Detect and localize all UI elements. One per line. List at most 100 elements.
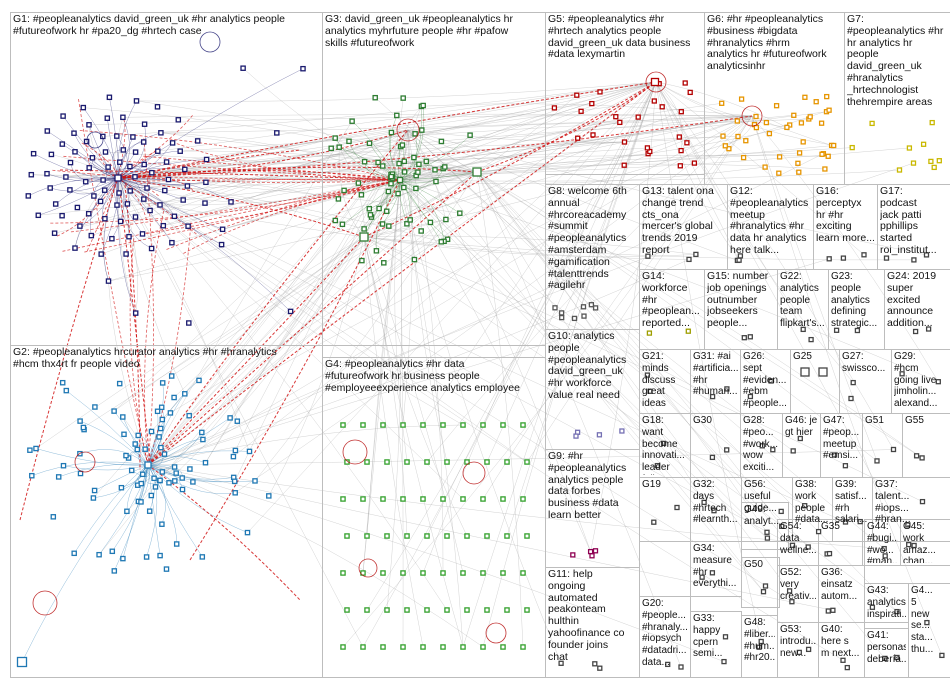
group-box-g24 <box>884 269 950 350</box>
node-g52 <box>789 599 795 605</box>
edge <box>122 113 753 118</box>
node-g33 <box>722 634 729 640</box>
node-g3 <box>423 158 430 165</box>
edge <box>176 236 365 474</box>
node-g1 <box>123 251 129 257</box>
node-g17 <box>883 255 890 261</box>
edge <box>407 129 898 612</box>
node-g19 <box>674 504 680 511</box>
node-g8 <box>581 313 587 319</box>
node-g1 <box>85 210 92 217</box>
node-g30 <box>709 454 716 461</box>
node-g6 <box>831 142 837 149</box>
edge <box>751 115 832 146</box>
node-g4 <box>480 570 486 576</box>
node-g2 <box>172 478 178 484</box>
node-g43 <box>869 604 876 610</box>
node-g2 <box>124 508 130 515</box>
node-g5 <box>621 139 628 145</box>
node-g1 <box>86 165 92 171</box>
edge <box>62 179 401 252</box>
node-g10 <box>573 433 579 439</box>
node-g2 <box>157 552 163 559</box>
node-g5 <box>682 80 688 86</box>
node-g2 <box>157 425 164 432</box>
edge <box>117 177 152 249</box>
edge <box>173 236 365 398</box>
node-g1 <box>101 187 108 193</box>
edge <box>399 179 939 382</box>
node-g7 <box>849 144 855 151</box>
node-g3 <box>336 144 342 150</box>
node-g6 <box>735 133 741 140</box>
edge <box>117 177 223 230</box>
node-g2 <box>168 373 175 379</box>
node-g2 <box>182 391 188 397</box>
edge <box>90 177 119 236</box>
node-g4 <box>440 496 446 502</box>
node-g3 <box>366 205 373 212</box>
node-g2 <box>187 466 193 472</box>
edge <box>374 97 478 173</box>
node-g3 <box>467 132 473 138</box>
edge <box>399 134 471 181</box>
edge <box>180 115 753 152</box>
edge <box>147 464 256 483</box>
node-g1 <box>203 156 210 163</box>
node-g7 <box>869 120 875 127</box>
edge <box>146 115 753 189</box>
node-g4 <box>500 570 506 576</box>
edge <box>399 179 715 511</box>
node-g2 <box>171 464 178 470</box>
edge <box>126 236 365 512</box>
group-box-g54 <box>777 519 819 566</box>
edge <box>147 464 183 490</box>
self-loop <box>342 439 368 465</box>
node-g3 <box>427 219 434 226</box>
edge <box>476 171 790 592</box>
node-g4 <box>504 459 510 465</box>
edge <box>725 115 753 147</box>
edge <box>117 176 159 197</box>
node-g1 <box>30 150 37 157</box>
node-g3 <box>388 173 395 180</box>
group-box-g2 <box>10 345 323 678</box>
node-g3 <box>407 217 413 223</box>
node-g8 <box>558 310 565 316</box>
node-g2 <box>128 467 135 474</box>
node-g6 <box>796 150 803 156</box>
node-g4 <box>520 570 526 576</box>
edge <box>426 81 657 537</box>
edge <box>91 129 409 236</box>
edge <box>655 81 740 261</box>
edge <box>35 236 365 449</box>
edge <box>147 464 833 611</box>
node-g1 <box>117 218 124 225</box>
node-g1 <box>182 166 188 173</box>
edge <box>119 189 151 461</box>
node-g1 <box>287 308 294 315</box>
node-g1 <box>72 149 78 155</box>
node-g5 <box>676 134 682 140</box>
node-g1 <box>63 174 69 180</box>
group-box-g50 <box>741 557 780 608</box>
edge <box>117 147 853 179</box>
node-g1 <box>149 169 155 176</box>
edge <box>50 177 119 192</box>
node-g2 <box>196 377 202 384</box>
node-g1 <box>74 204 81 211</box>
edge <box>80 420 149 466</box>
edge <box>54 129 409 234</box>
node-g36 <box>825 608 831 614</box>
node-g2 <box>159 469 166 475</box>
node-g18 <box>660 440 667 447</box>
node-g4 <box>384 459 390 465</box>
edge <box>482 115 753 500</box>
node-g38 <box>802 503 808 509</box>
self-loop <box>32 590 58 616</box>
edge <box>164 81 657 455</box>
node-g39 <box>857 518 863 525</box>
self-loop <box>645 71 667 93</box>
edge <box>407 129 927 256</box>
node-g2 <box>148 492 155 499</box>
